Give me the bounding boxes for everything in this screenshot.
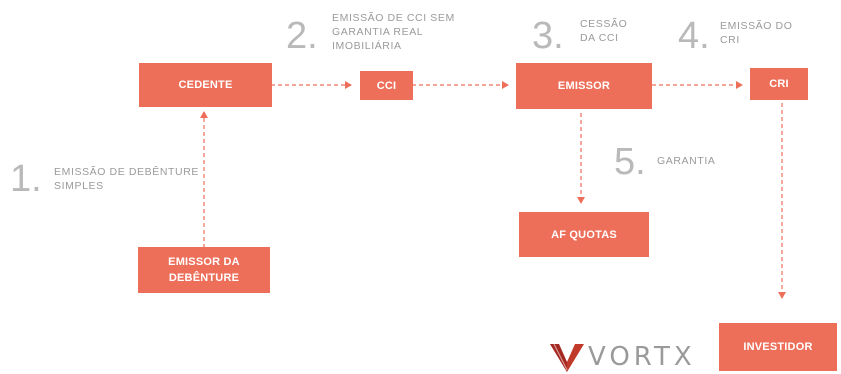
cci-label: CCI <box>376 79 397 92</box>
vortx-v-logo-icon <box>550 343 584 372</box>
emissor-box: EMISSOR <box>516 63 652 109</box>
step-1-text: EMISSÃO DE DEBÊNTURE SIMPLES <box>54 166 200 192</box>
step-4-number: 4. <box>678 15 710 57</box>
emissor-label: EMISSOR <box>557 80 611 92</box>
af-quotas-box: AF QUOTAS <box>519 212 649 257</box>
af-quotas-label: AF QUOTAS <box>551 228 617 241</box>
step-3-text: CESSÃO DA CCI <box>580 18 628 44</box>
emissor-debenture-box: EMISSOR DA DEBÊNTURE <box>138 247 270 293</box>
step-1-number: 1. <box>10 158 42 200</box>
investidor-box: INVESTIDOR <box>719 323 837 371</box>
step-4-text: EMISSÃO DO CRI <box>720 20 793 46</box>
cci-box: CCI <box>360 71 413 100</box>
step-5-number: 5. <box>614 141 646 183</box>
cri-box: CRI <box>750 68 808 100</box>
emissor-debenture-label: EMISSOR DA DEBÊNTURE <box>168 256 240 284</box>
step-5-text: GARANTIA <box>657 155 716 167</box>
vortx-logo: VORTX <box>550 340 696 374</box>
investidor-label: INVESTIDOR <box>743 341 813 353</box>
vortx-wordmark: VORTX <box>588 342 696 372</box>
step-3-number: 3. <box>532 15 564 57</box>
step-2-number: 2. <box>286 15 318 57</box>
cedente-label: CEDENTE <box>178 79 233 91</box>
cedente-box: CEDENTE <box>139 63 272 107</box>
step-2-text: EMISSÃO DE CCI SEM GARANTIA REAL IMOBILI… <box>332 12 455 52</box>
cri-label: CRI <box>769 78 789 90</box>
